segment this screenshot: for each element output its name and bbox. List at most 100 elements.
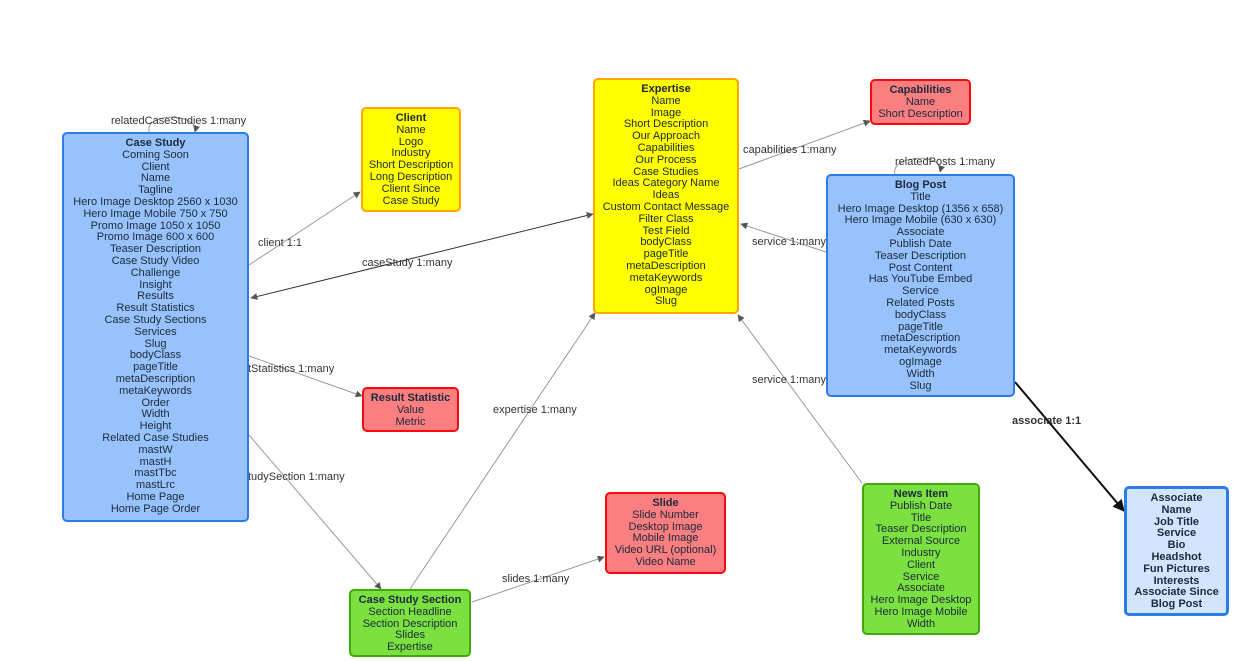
node-title: Blog Post bbox=[894, 179, 947, 191]
node-field: Slide Number bbox=[632, 508, 699, 521]
edge-slides[interactable] bbox=[471, 555, 605, 603]
node-field: Service bbox=[1156, 527, 1197, 540]
node-field: Promo Image 1050 x 1050 bbox=[90, 219, 221, 232]
node-field: Associate bbox=[897, 582, 945, 595]
node-field: ogImage bbox=[899, 355, 942, 368]
node-field: Mobile Image bbox=[632, 532, 699, 545]
node-field: bodyClass bbox=[894, 308, 947, 321]
node-field: bodyClass bbox=[640, 236, 692, 249]
node-field: Name bbox=[1161, 503, 1192, 516]
node-field: Test Field bbox=[642, 224, 690, 237]
node-field: Tagline bbox=[138, 184, 173, 197]
edge-capabilities[interactable] bbox=[738, 119, 871, 170]
node-field: Slides bbox=[395, 629, 425, 642]
node-field: Title bbox=[910, 190, 931, 203]
node-field: Value bbox=[396, 403, 425, 416]
edge-label-capabilities: capabilities 1:many bbox=[743, 144, 837, 156]
edge-label-result-statistics: tStatistics 1:many bbox=[248, 363, 335, 375]
node-field: Video URL (optional) bbox=[614, 544, 717, 557]
edge-associate[interactable] bbox=[1014, 381, 1125, 512]
node-field: Title bbox=[910, 511, 932, 524]
node-field: Fun Pictures bbox=[1143, 562, 1210, 575]
node-field: Hero Image Mobile bbox=[874, 605, 968, 618]
node-field: Hero Image Mobile (630 x 630) bbox=[844, 214, 997, 227]
node-field: Name bbox=[396, 123, 426, 136]
node-field: Interests bbox=[1153, 574, 1200, 587]
edge-service-news[interactable] bbox=[737, 314, 863, 484]
node-field: Associate bbox=[896, 226, 945, 239]
edge-label-related-case-studies: relatedCaseStudies 1:many bbox=[111, 115, 247, 127]
node-field: Section Description bbox=[362, 617, 458, 630]
edge-case-study-section[interactable] bbox=[248, 434, 382, 590]
node-field: Logo bbox=[398, 135, 424, 148]
node-field: Results bbox=[137, 290, 174, 303]
node-title: Result Statistic bbox=[370, 392, 451, 404]
edge-client[interactable] bbox=[248, 191, 361, 266]
node-field: metaDescription bbox=[115, 372, 196, 385]
node-title: Capabilities bbox=[889, 84, 952, 96]
node-field: Hero Image Mobile 750 x 750 bbox=[83, 207, 228, 220]
node-title: News Item bbox=[893, 488, 949, 500]
node-field: pageTitle bbox=[898, 320, 943, 333]
node-field: Hero Image Desktop bbox=[870, 594, 972, 607]
node-field: Service bbox=[902, 285, 939, 298]
edge-expertise[interactable] bbox=[409, 312, 596, 590]
edge-service-blog[interactable] bbox=[740, 222, 827, 253]
node-title: Case Study Section bbox=[358, 594, 462, 606]
node-field: Slug bbox=[909, 379, 932, 392]
node-field: Name bbox=[140, 172, 171, 185]
edge-label-client: client 1:1 bbox=[258, 237, 302, 249]
node-field: metaDescription bbox=[626, 259, 706, 272]
node-field: mastW bbox=[138, 443, 173, 456]
node-field: Result Statistics bbox=[116, 302, 195, 315]
edge-related-case-studies[interactable] bbox=[148, 116, 200, 135]
node-field: bodyClass bbox=[129, 349, 182, 362]
edge-related-posts[interactable] bbox=[894, 157, 945, 175]
node-field: Case Studies bbox=[633, 165, 699, 178]
edge-label-service-blog: service 1:many bbox=[752, 236, 826, 248]
edge-label-case-study: caseStudy 1:many bbox=[362, 257, 453, 269]
node-field: Capabilities bbox=[637, 141, 695, 154]
node-field: Insight bbox=[139, 278, 172, 291]
node-title: Client bbox=[395, 112, 427, 124]
node-field: Publish Date bbox=[889, 237, 952, 250]
node-field: Order bbox=[141, 396, 170, 409]
node-field: Teaser Description bbox=[875, 523, 967, 536]
node-field: Related Posts bbox=[886, 296, 955, 309]
edge-case-study[interactable] bbox=[250, 212, 594, 300]
edge-result-statistics[interactable] bbox=[248, 355, 363, 398]
node-field: Headshot bbox=[1151, 550, 1202, 563]
node-field: Width bbox=[906, 367, 935, 380]
node-field: mastTbc bbox=[134, 467, 177, 480]
node-field: Promo Image 600 x 600 bbox=[96, 231, 215, 244]
node-field: Image bbox=[650, 106, 682, 119]
edge-label-related-posts: relatedPosts 1:many bbox=[895, 156, 996, 168]
node-field: metaDescription bbox=[880, 332, 961, 345]
node-field: mastH bbox=[139, 455, 172, 468]
edge-label-associate: associate 1:1 bbox=[1012, 415, 1081, 427]
node-title: Expertise bbox=[641, 83, 691, 95]
node-field: Short Description bbox=[878, 107, 963, 120]
node-field: Client bbox=[141, 160, 170, 173]
node-field: Hero Image Desktop (1356 x 658) bbox=[837, 202, 1004, 215]
node-field: Coming Soon bbox=[122, 148, 189, 161]
node-field: pageTitle bbox=[643, 248, 689, 261]
node-field: Bio bbox=[1167, 539, 1186, 552]
node-field: Slug bbox=[654, 295, 678, 308]
node-field: Case Study Video bbox=[111, 254, 200, 267]
node-field: ogImage bbox=[644, 283, 688, 296]
edge-label-slides: slides 1:many bbox=[502, 573, 570, 585]
node-field: Home Page bbox=[126, 490, 185, 503]
node-field: Name bbox=[651, 94, 681, 107]
